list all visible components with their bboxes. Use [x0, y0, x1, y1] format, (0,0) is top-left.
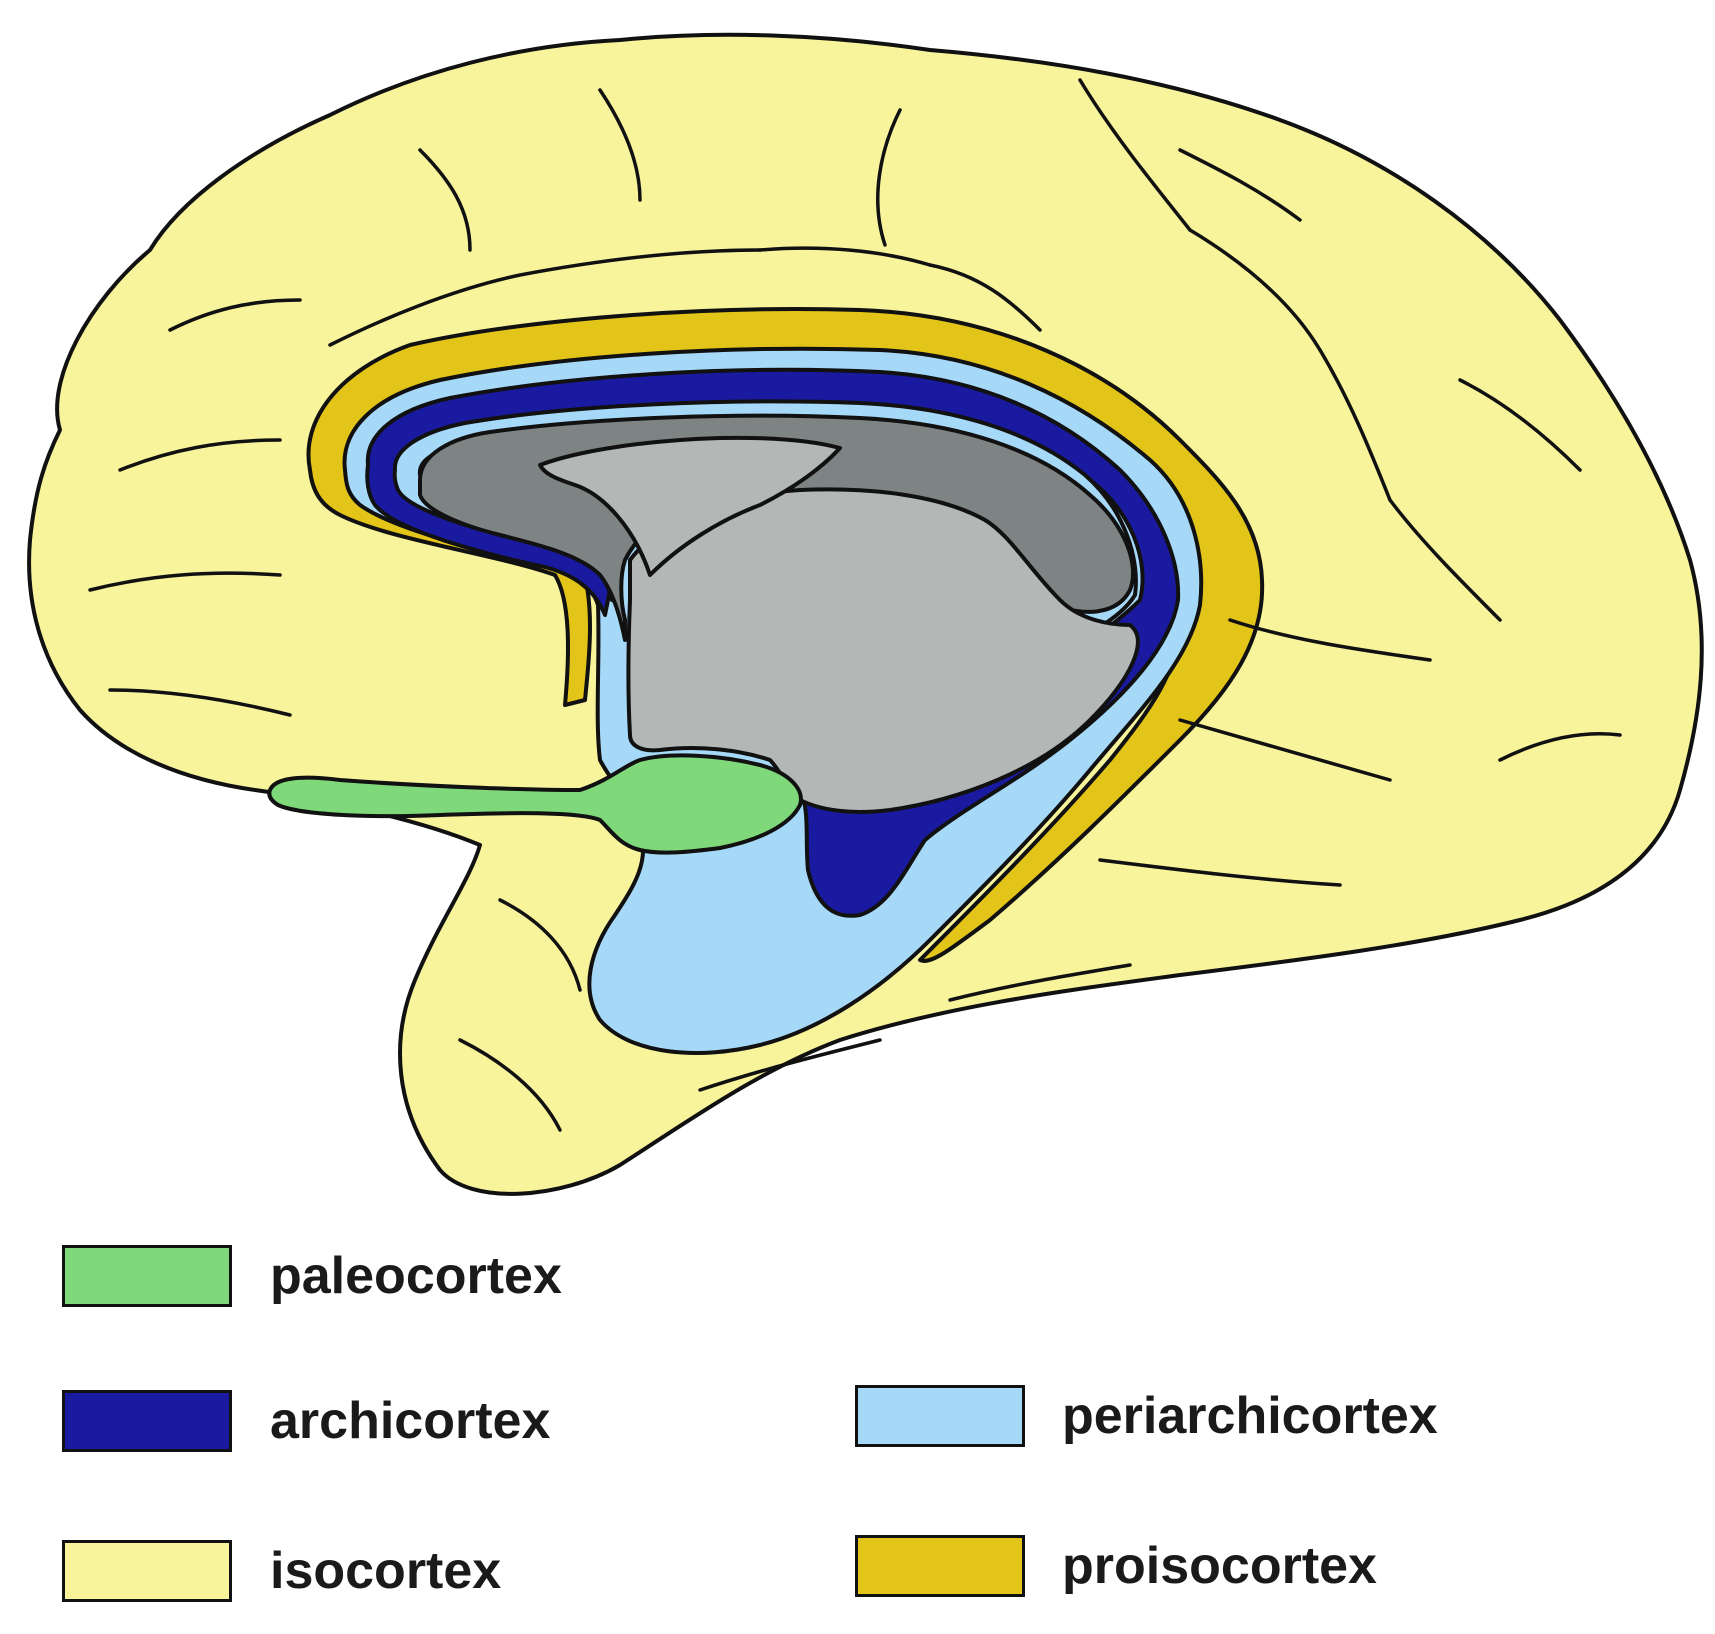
sulcus-line: [1498, 731, 1622, 762]
sulcus-line: [108, 688, 292, 717]
sulcus-line: [328, 248, 762, 347]
sulcus-line: [876, 108, 902, 247]
sulcus-line: [948, 963, 1132, 1002]
legend-label-periarchicortex: periarchicortex: [1062, 1387, 1438, 1445]
sulcus-line: [1098, 858, 1342, 887]
legend-label-proisocortex: proisocortex: [1062, 1537, 1377, 1595]
legend-swatch-isocortex: [62, 1540, 232, 1602]
legend-swatch-archicortex: [62, 1390, 232, 1452]
sulcus-line: [168, 298, 302, 332]
sulcus-line: [598, 88, 642, 202]
sulcus-line: [1178, 148, 1302, 222]
sulcus-line: [758, 246, 932, 267]
diencephalon-region: [626, 487, 1140, 814]
legend-swatch-periarchicortex: [855, 1385, 1025, 1447]
paleocortex-region: [267, 753, 803, 855]
legend-label-paleocortex: paleocortex: [270, 1247, 562, 1305]
thalamus-wedge: [538, 435, 842, 577]
sulcus-line: [418, 148, 472, 252]
legend-label-archicortex: archicortex: [270, 1392, 551, 1450]
sulcus-line: [1388, 498, 1502, 622]
sulcus-line: [118, 438, 282, 472]
sulcus-line: [1188, 228, 1322, 352]
sulcus-line: [458, 1038, 562, 1132]
legend-swatch-paleocortex: [62, 1245, 232, 1307]
legend-label-isocortex: isocortex: [270, 1542, 502, 1600]
sulcus-line: [698, 1038, 882, 1092]
sulcus-line: [928, 263, 1042, 332]
sulcus-line: [88, 571, 282, 592]
sulcus-line: [1458, 378, 1582, 472]
legend-swatch-proisocortex: [855, 1535, 1025, 1597]
sulcus-line: [498, 898, 582, 992]
sulcus-line: [1318, 348, 1392, 502]
sulcus-line: [1078, 78, 1192, 232]
sulcus-line: [1228, 618, 1432, 662]
sulcus-line: [1178, 718, 1392, 782]
